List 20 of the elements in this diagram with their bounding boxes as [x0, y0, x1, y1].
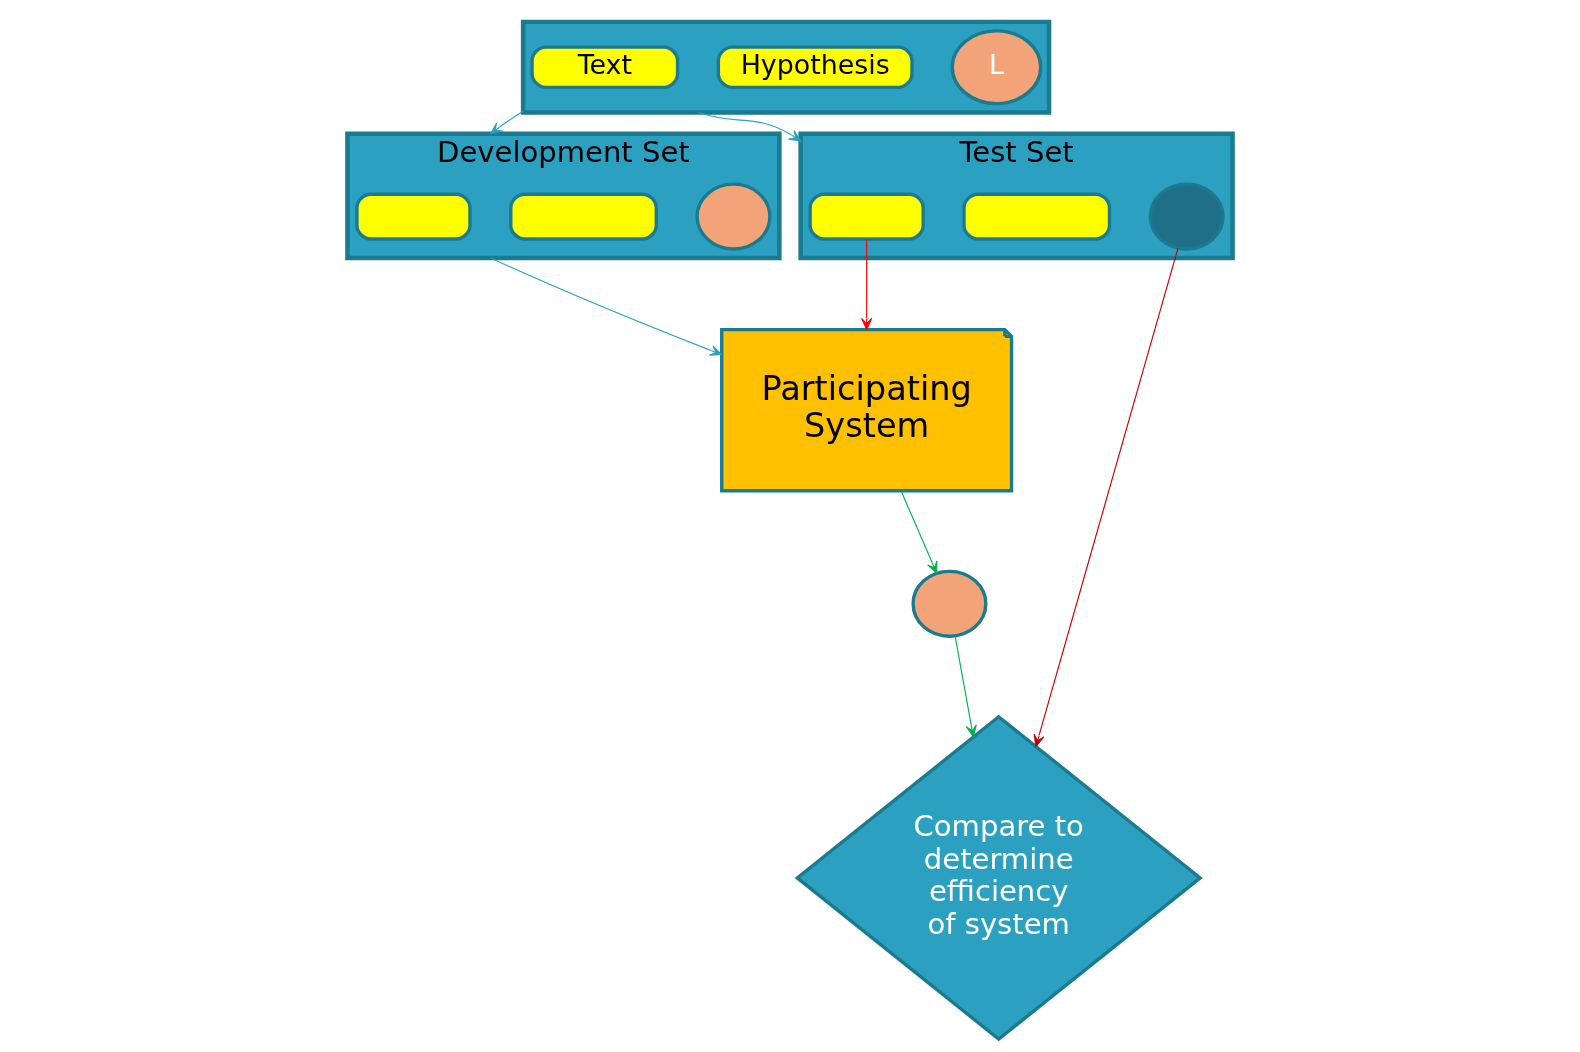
node-ellipse: L	[950, 29, 1043, 106]
node-box	[808, 192, 925, 241]
node-box	[509, 192, 658, 241]
node-box: Hypothesis	[716, 45, 914, 90]
node-circle	[695, 182, 772, 251]
arrow	[1033, 247, 1179, 747]
arrow	[490, 110, 524, 135]
cluster: Development Set	[345, 131, 782, 261]
arrow	[900, 490, 938, 574]
arrow	[861, 238, 873, 331]
node-circle	[1148, 182, 1225, 251]
node-diamond: Compare to determine efficiency of system	[794, 714, 1203, 1042]
arrow	[490, 257, 723, 356]
node-box: Text	[530, 45, 680, 90]
arrow	[954, 635, 977, 738]
cluster	[520, 19, 1052, 115]
node-circle	[911, 569, 988, 638]
node-box	[355, 192, 472, 241]
node-box	[962, 192, 1112, 241]
cluster: Test Set	[798, 131, 1235, 261]
